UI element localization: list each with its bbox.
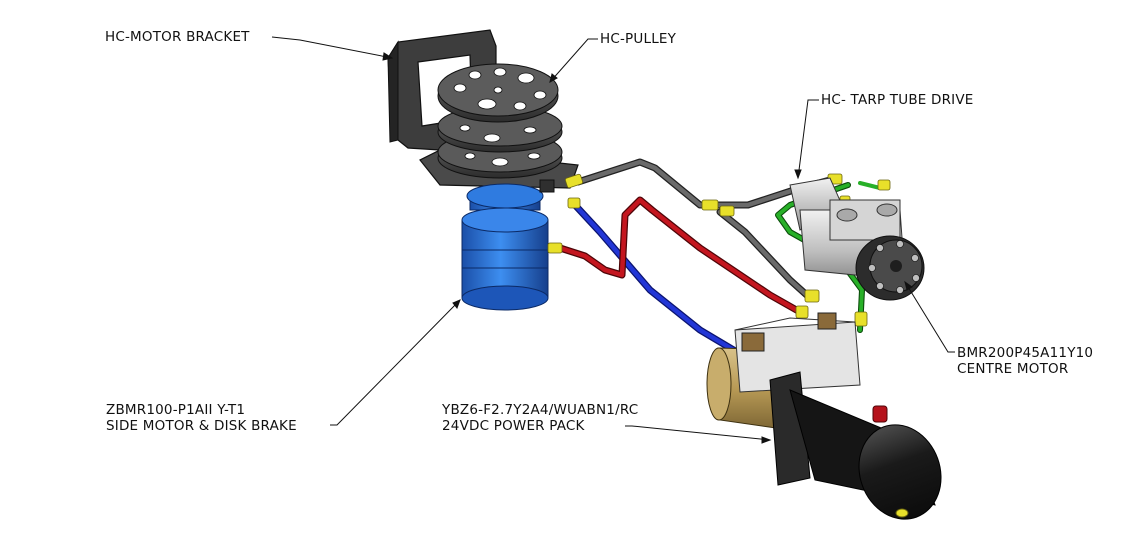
label-tarp-tube-drive: HC- TARP TUBE DRIVE — [821, 92, 974, 108]
side-motor-part-text: ZBMR100-P1AII Y-T1 — [106, 402, 246, 418]
centre-motor-part-text: BMR200P45A11Y10 — [957, 345, 1094, 361]
label-power-pack: YBZ6-F2.7Y2A4/WUABN1/RC 24VDC POWER PACK — [442, 402, 638, 434]
label-side-motor: ZBMR100-P1AII Y-T1 SIDE MOTOR & DISK BRA… — [106, 402, 297, 434]
pulley-text: HC-PULLEY — [600, 31, 677, 47]
hoses — [556, 158, 882, 359]
centre-motor-desc-text: CENTRE MOTOR — [957, 361, 1069, 377]
label-pulley: HC-PULLEY — [600, 31, 676, 47]
pulley — [437, 63, 563, 179]
power-pack — [706, 312, 942, 520]
power-pack-desc-text: 24VDC POWER PACK — [442, 418, 585, 434]
tarp-tube-drive-text: HC- TARP TUBE DRIVE — [821, 92, 974, 108]
motor-bracket-text: HC-MOTOR BRACKET — [105, 29, 250, 45]
label-motor-bracket: HC-MOTOR BRACKET — [105, 29, 250, 45]
centre-motor — [855, 235, 925, 301]
label-centre-motor: BMR200P45A11Y10 CENTRE MOTOR — [957, 345, 1093, 377]
leader-lines — [271, 36, 955, 444]
side-motor-desc-text: SIDE MOTOR & DISK BRAKE — [106, 418, 297, 434]
tarp-tube-drive — [789, 177, 906, 281]
power-pack-part-text: YBZ6-F2.7Y2A4/WUABN1/RC — [442, 402, 639, 418]
side-motor-disk-brake — [461, 179, 555, 311]
